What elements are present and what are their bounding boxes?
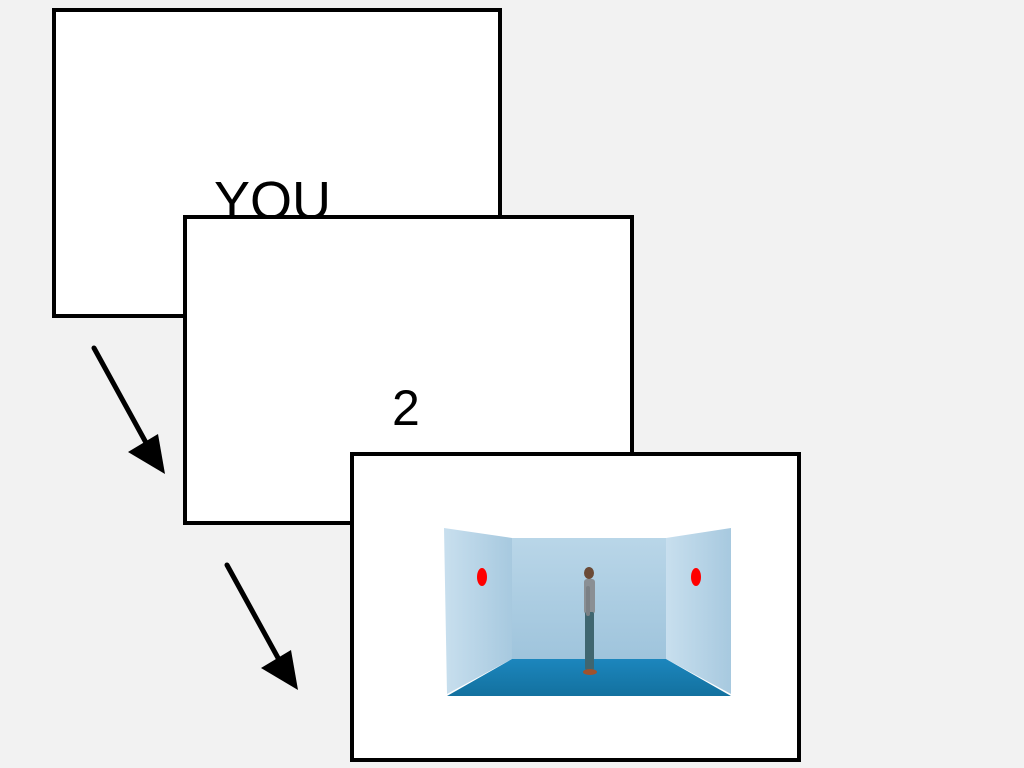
- right-wall: [666, 528, 731, 694]
- arrow-1: [91, 345, 165, 474]
- avatar-figure: [583, 567, 597, 675]
- frame-avatar-scene: [350, 452, 801, 762]
- cue-number: 2: [392, 380, 420, 436]
- avatar-room-scene: [444, 528, 731, 696]
- left-wall-red-dot: [477, 568, 487, 586]
- left-wall: [444, 528, 512, 694]
- arrow-2: [224, 562, 298, 690]
- floor: [447, 659, 731, 696]
- right-wall-red-dot: [691, 568, 701, 586]
